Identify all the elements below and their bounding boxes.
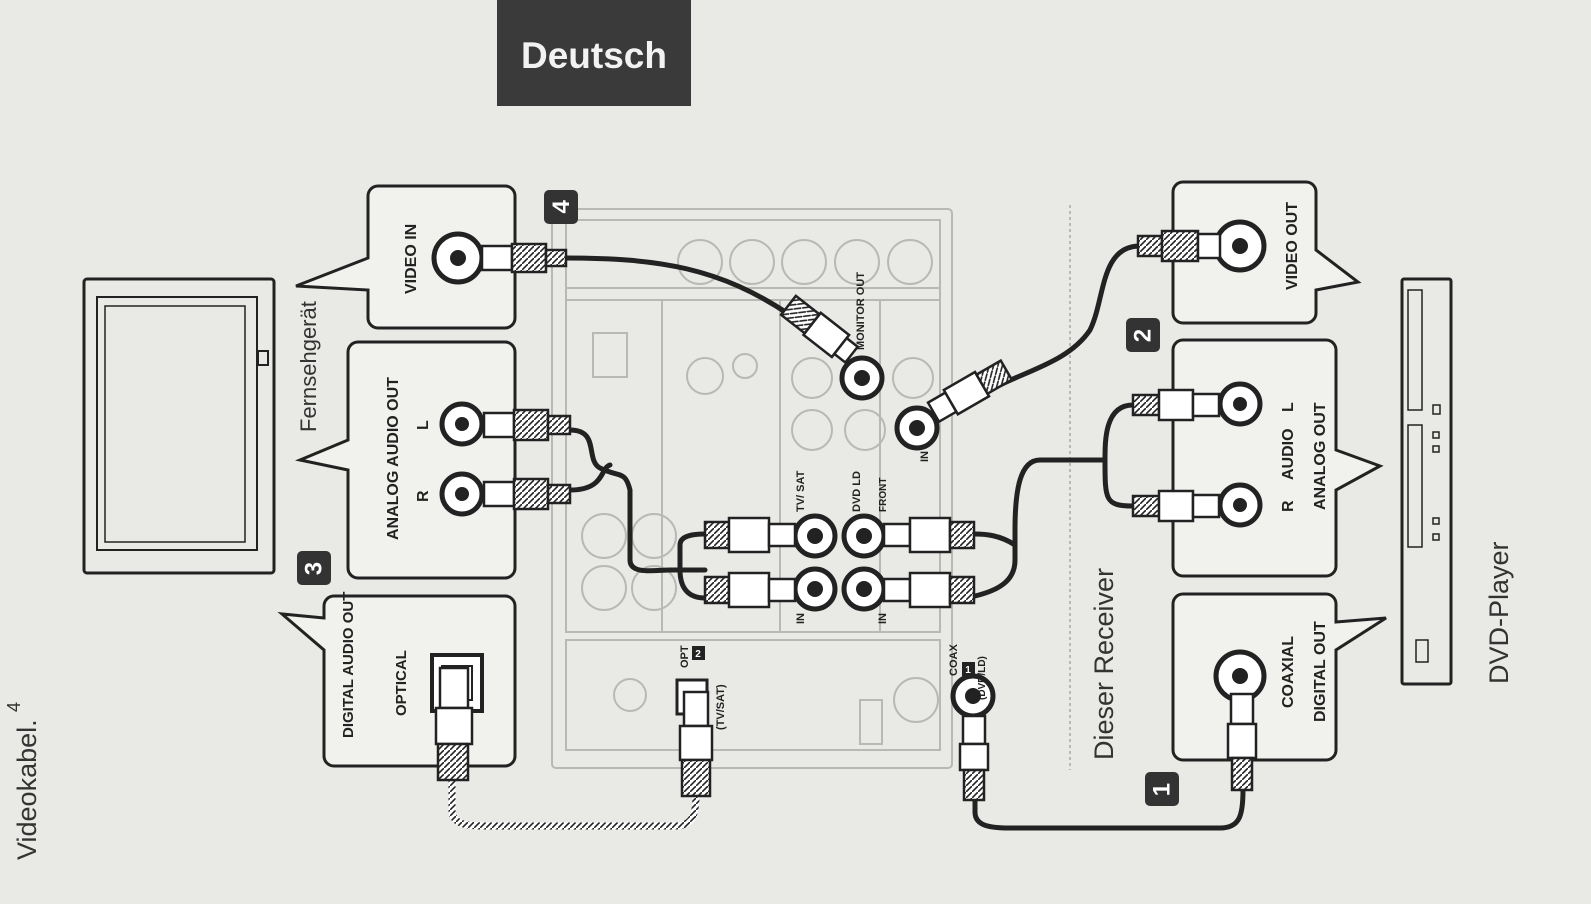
receiver-label: Dieser Receiver <box>1089 568 1119 760</box>
video-out-label: VIDEO OUT <box>1284 202 1301 290</box>
coax-number: 1 <box>965 665 971 676</box>
step-badge-2: 2 <box>1126 318 1160 352</box>
optical-label: OPTICAL <box>393 650 410 716</box>
front-label: FRONT <box>878 478 889 512</box>
video-in-rx-label: IN <box>919 451 931 462</box>
cables <box>448 243 1246 831</box>
coax-label: COAX <box>948 644 960 676</box>
dvd-audio-label: AUDIO <box>1280 428 1297 480</box>
svg-text:3: 3 <box>301 562 328 575</box>
tv-sat-label: TV/ SAT <box>795 470 807 512</box>
television <box>82 277 276 575</box>
dvd-label: DVD-Player <box>1484 541 1514 684</box>
tv-sat-in-label: IN <box>795 613 807 624</box>
opt-label: OPT <box>679 645 691 668</box>
step-badge-3: 3 <box>297 551 331 585</box>
analog-audio-out-label: ANALOG AUDIO OUT <box>385 377 402 540</box>
audio-l-label: L <box>415 420 432 430</box>
dvd-digital-out-box: COAXIAL DIGITAL OUT <box>1171 592 1387 762</box>
dvd-audio-l-label: L <box>1280 402 1297 412</box>
svg-text:1: 1 <box>1149 783 1176 796</box>
caption-text: Videokabel. <box>12 719 42 860</box>
dvd-ld-in-label: IN <box>877 613 889 624</box>
audio-r-label: R <box>415 490 432 502</box>
dvd-video-out-box: VIDEO OUT <box>1171 180 1362 325</box>
caption-number: 4 <box>4 702 24 712</box>
dvd-player <box>1400 277 1453 686</box>
monitor-out-label: MONITOR OUT <box>855 272 867 350</box>
digital-out-label: DIGITAL OUT <box>1312 621 1329 722</box>
svg-text:4: 4 <box>548 200 575 214</box>
step-badge-1: 1 <box>1145 772 1179 806</box>
tv-digital-audio-box: DIGITAL AUDIO OUT OPTICAL <box>277 592 517 768</box>
opt-source-label: (TV/SAT) <box>715 684 727 730</box>
language-tab: Deutsch <box>497 0 691 106</box>
coaxial-label: COAXIAL <box>1280 636 1297 708</box>
language-tab-label: Deutsch <box>521 35 667 76</box>
rca-plugs <box>434 229 1258 802</box>
receiver-labels: MONITOR OUT IN TV/ SAT IN DVD LD FRONT I… <box>679 272 988 730</box>
tv-label: Fernsehgerät <box>296 301 321 432</box>
dvd-ld-label: DVD LD <box>851 471 863 512</box>
dvd-audio-r-label: R <box>1280 500 1297 512</box>
svg-text:2: 2 <box>1130 329 1157 342</box>
coax-source-label: (DVD/LD) <box>977 656 988 700</box>
dvd-analog-out-box: AUDIO ANALOG OUT L R <box>1171 338 1384 578</box>
digital-audio-out-label-1: DIGITAL AUDIO OUT <box>340 592 357 738</box>
tv-analog-audio-box: ANALOG AUDIO OUT L R <box>294 340 517 580</box>
video-in-label: VIDEO IN <box>403 224 420 294</box>
dvd-analog-out-label: ANALOG OUT <box>1312 402 1329 510</box>
opt-number: 2 <box>695 649 701 660</box>
tv-video-in-box: VIDEO IN <box>295 184 517 330</box>
step-badge-4: 4 <box>544 190 578 224</box>
